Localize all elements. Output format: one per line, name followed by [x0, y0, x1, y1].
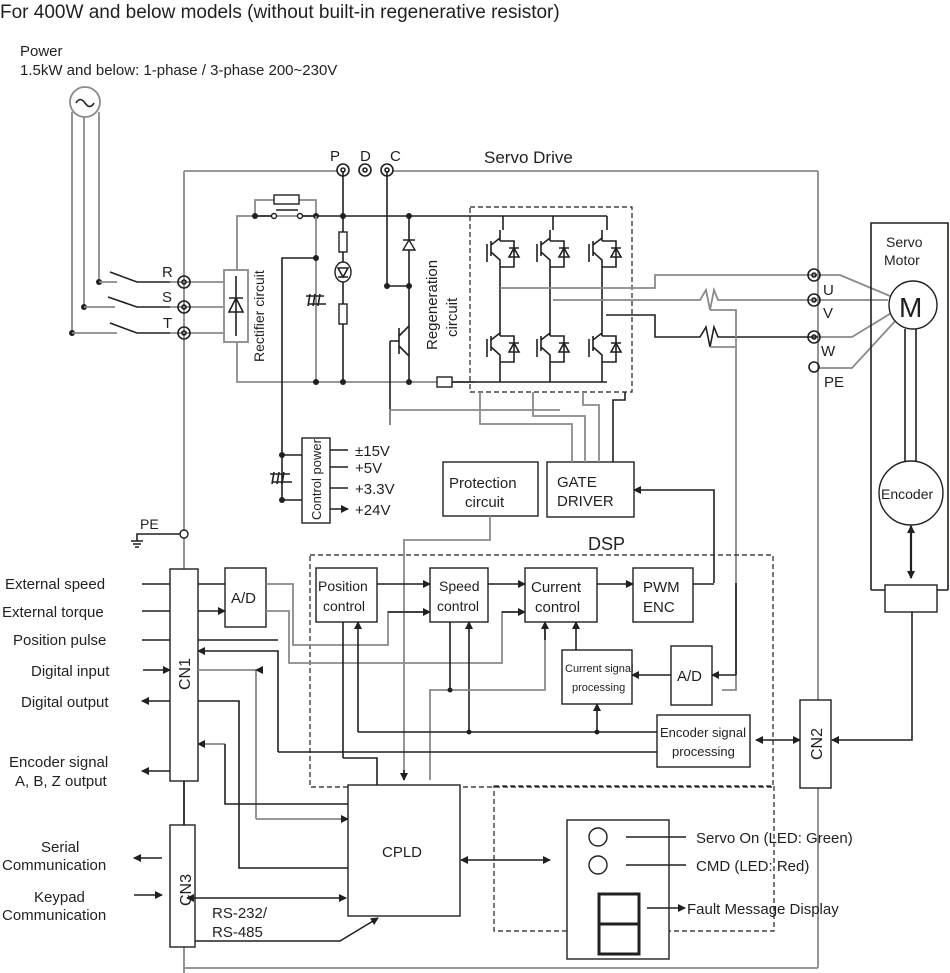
signal-digital-input: Digital input	[31, 663, 110, 680]
motor-symbol: M	[899, 292, 922, 323]
cn2-connector	[799, 699, 832, 789]
encoder-signal-label-1: Encoder signal	[660, 725, 746, 740]
protection-label-1: Protection	[449, 475, 517, 492]
cn3-label: CN3	[178, 874, 195, 906]
terminal-c: C	[390, 148, 401, 165]
encoder-signal-label-2: processing	[672, 744, 735, 759]
speed-control-label-1: Speed	[439, 578, 479, 594]
encoder-label: Encoder	[881, 486, 933, 502]
input-terminals	[170, 275, 225, 340]
dsp-signal-wiring	[197, 580, 913, 785]
vout-15v: ±15V	[355, 443, 390, 460]
control-power-block	[270, 437, 348, 524]
gate-driver-label-2: DRIVER	[557, 493, 614, 510]
terminal-p: P	[330, 148, 340, 165]
cmd-label: CMD (LED: Red)	[696, 858, 809, 875]
igbt-transistor-icon	[486, 230, 521, 268]
terminal-d: D	[360, 148, 371, 165]
cmd-led-icon	[588, 855, 608, 875]
protection-circuit-block	[400, 461, 539, 781]
rectifier-label: Rectifier circuit	[251, 270, 267, 362]
igbt-transistor-icon	[536, 230, 571, 268]
cpld-label: CPLD	[382, 844, 422, 861]
igbt-inverter-bridge	[452, 206, 633, 393]
terminal-s: S	[162, 289, 172, 306]
motor-label-2: Motor	[884, 252, 920, 268]
rs-label-2: RS-485	[212, 924, 263, 941]
dsp-blocks	[224, 567, 751, 768]
regeneration-label: Regeneration	[424, 260, 441, 350]
servo-drive-enclosure	[183, 170, 819, 973]
cn1-label: CN1	[177, 658, 194, 690]
position-control-label-1: Position	[318, 578, 368, 594]
current-control-label-1: Current	[531, 579, 582, 596]
terminal-r: R	[162, 264, 173, 281]
vout-5v: +5V	[355, 460, 382, 477]
current-signal-label-1: Current signal	[565, 663, 633, 675]
signal-keypad-1: Keypad	[34, 889, 85, 906]
current-control-label-2: control	[535, 599, 580, 616]
igbt-transistor-icon	[588, 230, 623, 268]
ad-converter-1: A/D	[231, 590, 256, 607]
signal-encoder-output-2: A, B, Z output	[15, 773, 108, 790]
vout-24v: +24V	[355, 502, 390, 519]
cpld-block	[347, 784, 461, 917]
terminal-t: T	[163, 315, 172, 332]
ad-converter-2: A/D	[677, 668, 702, 685]
ac-source-icon	[69, 86, 170, 336]
pwm-enc-label-2: ENC	[643, 599, 675, 616]
dsp-region	[309, 554, 774, 788]
protection-label-2: circuit	[465, 494, 505, 511]
speed-control-label-2: control	[437, 598, 479, 614]
display-panel	[566, 819, 686, 960]
pe-ground	[131, 529, 189, 548]
terminal-w: W	[821, 343, 836, 360]
power-label: Power	[20, 43, 63, 60]
diagram-title: For 400W and below models (without built…	[0, 2, 560, 23]
terminal-u: U	[823, 282, 834, 299]
cn1-wiring	[141, 583, 349, 869]
signal-external-torque: External torque	[2, 604, 104, 621]
pe-label: PE	[140, 516, 159, 532]
signal-keypad-2: Communication	[2, 907, 106, 924]
power-spec: 1.5kW and below: 1-phase / 3-phase 200~2…	[20, 62, 337, 79]
gate-driver-label-1: GATE	[557, 474, 597, 491]
signal-position-pulse: Position pulse	[13, 632, 106, 649]
regeneration-label-2: circuit	[444, 297, 461, 337]
pdc-terminals	[336, 163, 394, 177]
dc-bus	[252, 171, 560, 470]
cn3-wiring	[134, 781, 379, 942]
igbt-transistor-icon	[588, 325, 623, 363]
cn2-label: CN2	[809, 728, 826, 760]
current-signal-label-2: processing	[572, 682, 625, 694]
dsp-label: DSP	[588, 534, 625, 554]
servo-motor	[870, 222, 949, 613]
pwm-enc-label-1: PWM	[643, 579, 680, 596]
servo-on-label: Servo On (LED: Green)	[696, 830, 853, 847]
terminal-v: V	[823, 305, 833, 322]
position-control-label-2: control	[323, 598, 365, 614]
control-power-label: Control power	[309, 438, 324, 520]
motor-label-1: Servo	[886, 234, 923, 250]
vout-3v3: +3.3V	[355, 481, 395, 498]
signal-serial-1: Serial	[41, 839, 79, 856]
servo-drive-label: Servo Drive	[484, 148, 573, 167]
signal-encoder-output-1: Encoder signal	[9, 754, 108, 771]
rectifier-circuit	[223, 215, 475, 383]
igbt-transistor-icon	[486, 325, 521, 363]
igbt-transistor-icon	[536, 325, 571, 363]
output-terminals	[807, 268, 821, 373]
gate-driver-block	[479, 392, 715, 583]
motor-output-lines	[500, 274, 899, 691]
cn3-connector	[169, 824, 196, 948]
terminal-pe: PE	[824, 374, 844, 391]
signal-digital-output: Digital output	[21, 694, 109, 711]
servo-on-led-icon	[588, 827, 608, 847]
signal-external-speed: External speed	[5, 576, 105, 593]
signal-serial-2: Communication	[2, 857, 106, 874]
rs-label-1: RS-232/	[212, 905, 268, 922]
fault-display-label: Fault Message Display	[687, 901, 839, 918]
